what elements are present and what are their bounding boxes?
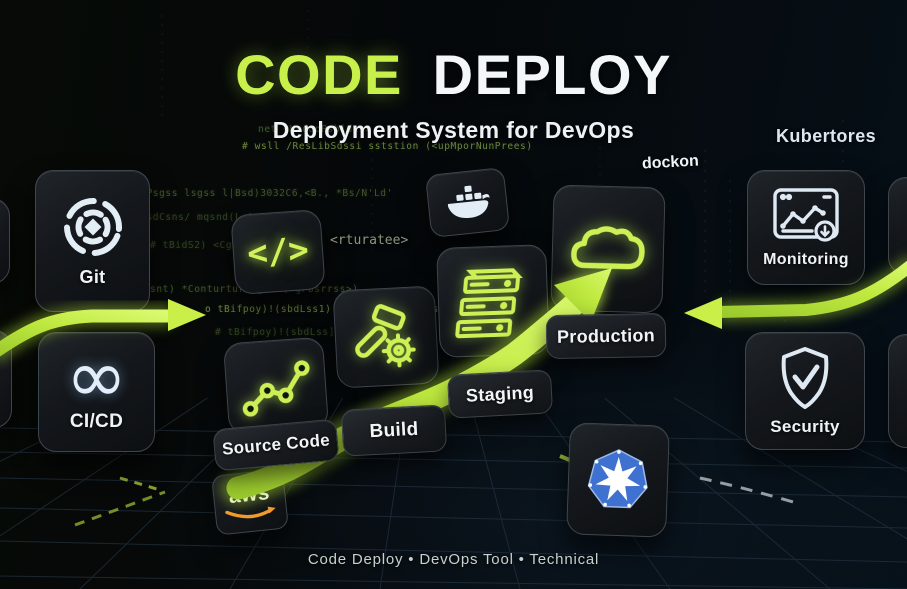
title-highlight: CODE bbox=[235, 43, 403, 106]
partial-tile-right-bottom bbox=[888, 334, 907, 448]
security-label: Security bbox=[770, 416, 840, 436]
security-tile: Security bbox=[745, 332, 865, 450]
cicd-tile: ∞ CI/CD bbox=[38, 332, 155, 452]
partial-tile-left-bottom bbox=[0, 330, 12, 428]
source-code-symbol-tile: </> bbox=[230, 208, 326, 296]
docker-tile bbox=[424, 167, 511, 238]
server-stack-icon bbox=[455, 268, 523, 339]
docker-caption: dockon bbox=[641, 152, 700, 173]
infinity-icon: ∞ bbox=[65, 333, 128, 420]
partial-tile-right-top bbox=[888, 177, 907, 275]
git-tile: Git bbox=[35, 170, 150, 312]
bg-code-line: # wsll /ResLibSdssi sststion (<upMporNun… bbox=[242, 141, 533, 152]
monitoring-label: Monitoring bbox=[763, 251, 849, 268]
docker-whale-icon bbox=[447, 185, 490, 218]
title-rest: DEPLOY bbox=[432, 43, 672, 106]
kubernetes-caption: Kubertores bbox=[776, 126, 877, 146]
cicd-label: CI/CD bbox=[69, 411, 124, 433]
staging-tile bbox=[436, 244, 550, 358]
monitoring-tile: Monitoring bbox=[747, 170, 865, 285]
code-brackets-icon: </> bbox=[245, 229, 311, 275]
commit-graph-icon bbox=[242, 360, 310, 417]
production-pill: Production bbox=[545, 312, 667, 360]
aws-tile: aws bbox=[211, 468, 289, 536]
code-tag-caption: <rturatee> bbox=[330, 233, 409, 248]
kubernetes-icon bbox=[587, 449, 648, 509]
staging-pill: Staging bbox=[446, 369, 554, 419]
shield-check-icon bbox=[781, 346, 829, 409]
monitoring-chart-icon bbox=[773, 188, 839, 242]
page-title: CODE DEPLOY bbox=[0, 42, 907, 107]
hammer-gear-icon bbox=[355, 304, 416, 368]
kubernetes-tile bbox=[566, 422, 670, 538]
git-label: Git bbox=[79, 267, 106, 287]
git-icon bbox=[63, 198, 122, 256]
footer-caption: Code Deploy • DevOps Tool • Technical bbox=[307, 551, 600, 568]
build-tile bbox=[332, 285, 440, 389]
subtitle: Deployment System for DevOps bbox=[272, 117, 635, 143]
bg-code-line: net <UnduoPsbides> bbox=[258, 124, 372, 135]
aws-logo-text: aws bbox=[227, 480, 271, 508]
cloud-icon bbox=[571, 226, 645, 270]
partial-tile-left-top bbox=[0, 198, 10, 284]
build-pill: Build bbox=[340, 404, 448, 457]
production-tile bbox=[550, 184, 666, 314]
